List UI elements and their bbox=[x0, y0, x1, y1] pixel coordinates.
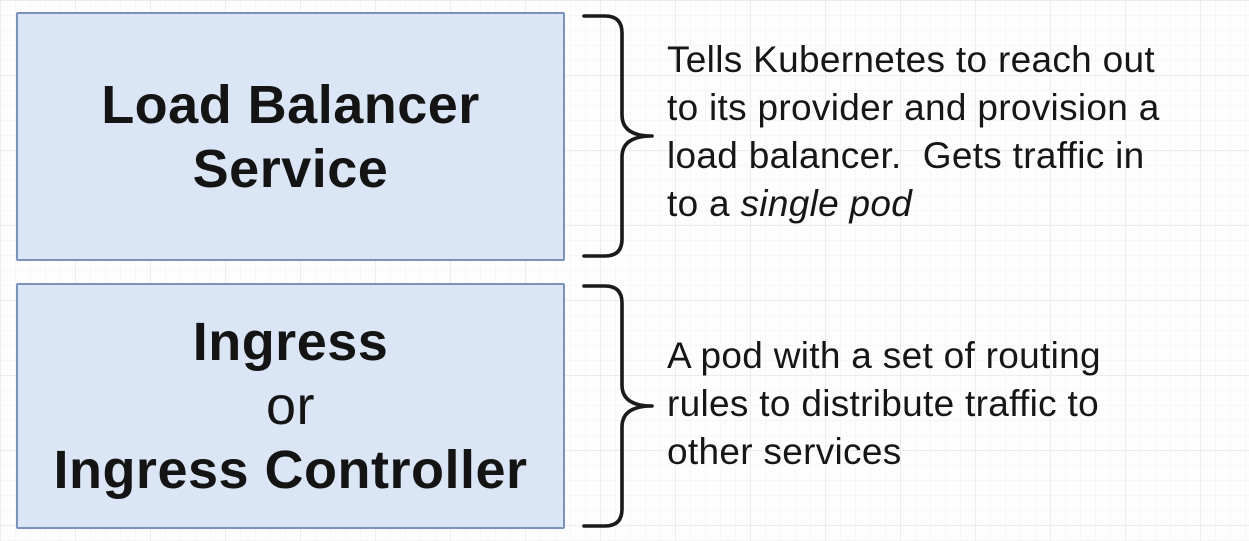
annotation-text-emphasis: single pod bbox=[740, 183, 913, 224]
node-label-line: Ingress bbox=[192, 312, 389, 372]
annotation-text: to a bbox=[667, 183, 741, 224]
annotation-ingress-controller: A pod with a set of routing rules to dis… bbox=[667, 332, 1101, 476]
node-label-line: or bbox=[265, 376, 315, 436]
annotation-line: other services bbox=[667, 431, 902, 472]
annotation-load-balancer-service: Tells Kubernetes to reach out to its pro… bbox=[667, 36, 1160, 228]
annotation-line: load balancer. Gets traffic in bbox=[667, 135, 1145, 176]
annotation-line: rules to distribute traffic to bbox=[667, 383, 1099, 424]
annotation-line: to its provider and provision a bbox=[667, 87, 1160, 128]
annotation-line: A pod with a set of routing bbox=[667, 335, 1101, 376]
node-label-line: Ingress Controller bbox=[53, 440, 528, 500]
annotation-line: to a single pod bbox=[667, 180, 1160, 228]
curly-brace-icon bbox=[582, 284, 654, 528]
node-load-balancer-service: Load Balancer Service bbox=[16, 12, 565, 261]
annotation-line: Tells Kubernetes to reach out bbox=[667, 39, 1155, 80]
node-label-line: Load Balancer bbox=[101, 74, 480, 135]
node-ingress-or-ingress-controller: Ingress or Ingress Controller bbox=[16, 283, 565, 529]
curly-brace-icon bbox=[582, 14, 654, 258]
node-label-line: Service bbox=[192, 138, 389, 199]
